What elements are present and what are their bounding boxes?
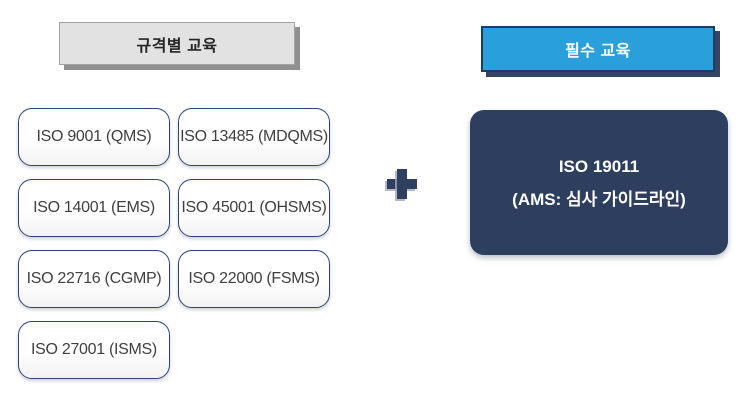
standard-label: ISO 22000 (FSMS) <box>188 270 320 287</box>
plus-icon <box>387 169 417 199</box>
standard-label: ISO 22716 (CGMP) <box>26 270 162 287</box>
standard-label: ISO 13485 (MDQMS) <box>180 128 328 145</box>
standard-box-iso13485: ISO 13485 (MDQMS) <box>178 108 330 166</box>
required-course-title: ISO 19011 <box>558 156 640 176</box>
required-course-subtitle: (AMS: 심사 가이드라인) <box>512 189 686 209</box>
standards-training-header-label: 규격별 교육 <box>136 37 218 55</box>
required-training-header: 필수 교육 <box>481 26 715 72</box>
standard-box-iso22000: ISO 22000 (FSMS) <box>178 250 330 308</box>
standard-box-iso45001: ISO 45001 (OHSMS) <box>178 179 330 237</box>
plus-icon-vertical-bar <box>397 169 407 199</box>
standards-training-header: 규격별 교육 <box>59 22 295 65</box>
standards-grid: ISO 9001 (QMS) ISO 13485 (MDQMS) ISO 140… <box>18 108 330 379</box>
standard-label: ISO 45001 (OHSMS) <box>181 199 327 216</box>
standard-box-iso22716: ISO 22716 (CGMP) <box>18 250 170 308</box>
standard-label: ISO 9001 (QMS) <box>36 128 152 145</box>
required-training-header-label: 필수 교육 <box>565 43 631 60</box>
required-course-box: ISO 19011 (AMS: 심사 가이드라인) <box>470 110 728 255</box>
standard-box-iso14001: ISO 14001 (EMS) <box>18 179 170 237</box>
standard-box-iso27001: ISO 27001 (ISMS) <box>18 321 170 379</box>
standard-label: ISO 27001 (ISMS) <box>31 341 157 358</box>
standard-box-iso9001: ISO 9001 (QMS) <box>18 108 170 166</box>
standard-label: ISO 14001 (EMS) <box>33 199 155 216</box>
